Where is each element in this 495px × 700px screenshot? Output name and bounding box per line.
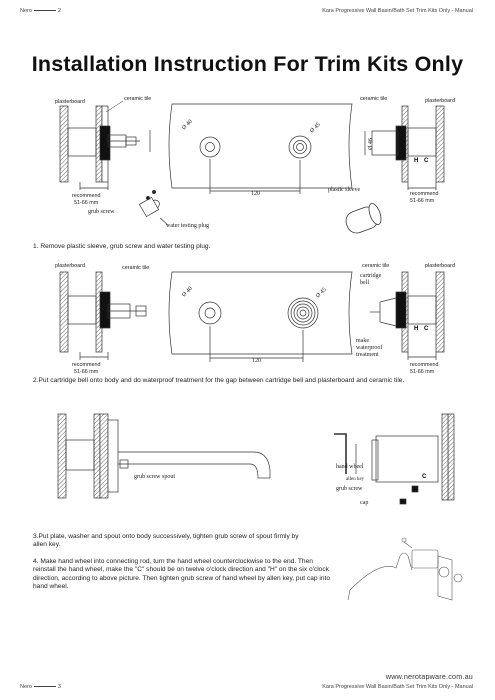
plastic-sleeve-icon (345, 203, 382, 234)
label-recommend-mm-1r: 51-66 mm (410, 198, 435, 204)
label-ceramic-tile-2r: ceramic tile (362, 263, 389, 269)
label-recommend-1: recommend (72, 193, 100, 199)
dim-120-2: 120 (252, 358, 261, 364)
page-header-left: Nero 2 (20, 8, 61, 14)
label-plastic-sleeve: plastic sleeve (328, 187, 360, 193)
label-ceramic-tile-1: ceramic tile (124, 96, 151, 102)
svg-text:H: H (414, 326, 418, 332)
header-brand: Nero (20, 8, 32, 14)
dim-phi46: Ø 46 (368, 138, 374, 150)
svg-text:H: H (414, 158, 418, 164)
label-recommend-2: recommend (72, 362, 100, 368)
step-1-text: 1. Remove plastic sleeve, grub screw and… (33, 243, 211, 250)
label-ceramic-tile-2: ceramic tile (122, 265, 149, 271)
label-plasterboard-1: plasterboard (55, 99, 85, 105)
label-allen-key: allen key (346, 477, 365, 482)
label-hand-wheel: hand wheel (336, 464, 364, 470)
label-recommend-1r: recommend (410, 191, 438, 197)
label-plasterboard-2r: plasterboard (425, 263, 455, 269)
dim-120-1: 120 (251, 191, 260, 197)
svg-text:C: C (424, 158, 429, 164)
label-recommend-2r: recommend (410, 362, 438, 368)
label-recommend-mm-2r: 51-66 mm (410, 369, 435, 375)
label-recommend-mm-1: 51-66 mm (74, 200, 99, 206)
label-cap: cap (360, 500, 368, 506)
step1-front-plate (168, 103, 353, 194)
page-title: Installation Instruction For Trim Kits O… (31, 52, 464, 76)
label-plasterboard-2: plasterboard (55, 263, 85, 269)
label-recommend-mm-2: 51-66 mm (74, 369, 99, 375)
label-grub-screw-1: grub screw (88, 209, 115, 215)
header-doc-title: Kara Progressive Wall Basin/Bath Set Tri… (322, 8, 473, 14)
step4-handwheel-section (334, 413, 455, 505)
label-plasterboard-1r: plasterboard (425, 98, 455, 104)
svg-text:C: C (424, 326, 429, 332)
footer-doc-title: Kara Progressive Wall Basin/Bath Set Tri… (322, 684, 473, 690)
footer-page-number: 3 (57, 684, 61, 690)
label-ceramic-tile-1r: ceramic tile (360, 96, 387, 102)
step-3-text: 3.Put plate, washer and spout onto body … (33, 533, 299, 549)
step1-side-section (59, 105, 151, 190)
water-testing-plug-icon (138, 190, 169, 226)
step1-right-section (364, 105, 445, 190)
page-footer-left: Nero 3 (20, 684, 61, 690)
step-2-text: 2.Put cartridge bell onto body and do wa… (33, 377, 405, 384)
label-water-testing-plug: water testing plug (166, 223, 209, 229)
step2-side-section (59, 271, 147, 360)
step3-spout-section (57, 413, 271, 499)
assembled-tap-illustration (347, 537, 463, 601)
svg-text:C: C (422, 474, 427, 480)
step2-front-plate (168, 271, 353, 362)
header-page-number: 2 (57, 8, 61, 14)
footer-brand: Nero (20, 684, 32, 690)
step2-right-section (370, 271, 445, 360)
website-url: www.nerotapware.com.au (385, 672, 473, 681)
step-4-text: 4. Make hand wheel into connecting rod, … (33, 558, 331, 590)
step1-side-section-labels: plasterboard ceramic tile recommend 51-6… (55, 96, 209, 229)
label-grub-screw-spout: grub screw spout (134, 474, 175, 480)
label-grub-screw-4: grub screw (336, 486, 363, 492)
